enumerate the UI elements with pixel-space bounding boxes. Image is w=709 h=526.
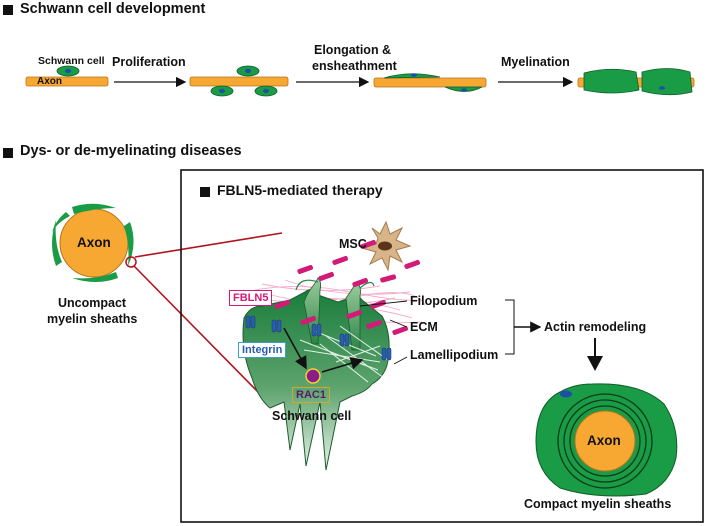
label-uncompact-1: Uncompact xyxy=(58,296,127,310)
label-myelination: Myelination xyxy=(501,55,570,69)
section-bullet xyxy=(3,148,13,158)
therapy-panel-frame xyxy=(180,169,704,523)
label-schwann-cell: Schwann cell xyxy=(38,55,105,67)
stage-myelinated xyxy=(577,68,695,96)
label-integrin: Integrin xyxy=(238,342,287,358)
arrow-down-remodeling xyxy=(587,338,603,371)
therapy-bullet xyxy=(200,187,210,197)
rac1-molecule xyxy=(305,368,321,384)
label-msc: MSC xyxy=(339,237,367,251)
leader-ecm xyxy=(389,319,408,328)
label-actin-remodeling: Actin remodeling xyxy=(544,320,647,334)
arrow-rac1-to-actin xyxy=(321,357,364,373)
label-axon-left: Axon xyxy=(77,235,111,250)
label-filopodium: Filopodium xyxy=(410,294,478,308)
label-rac1: RAC1 xyxy=(292,387,330,403)
stage-axon-initial xyxy=(25,65,109,87)
stage-ensheathment xyxy=(373,73,487,92)
zoom-connector-top xyxy=(134,232,283,258)
uncompact-axon-diagram xyxy=(52,203,137,282)
label-axon-compact: Axon xyxy=(587,433,621,448)
leader-lamellipodium xyxy=(393,356,408,365)
msc-cell xyxy=(360,220,412,272)
label-ensheathment: ensheathment xyxy=(312,59,397,73)
label-elongation: Elongation & xyxy=(314,43,392,57)
section-bullet xyxy=(3,5,13,15)
label-axon-small: Axon xyxy=(37,76,62,87)
leader-filopodium xyxy=(359,300,408,307)
integrin-receptors xyxy=(245,315,392,361)
label-ecm: ECM xyxy=(410,320,438,334)
label-proliferation: Proliferation xyxy=(112,55,186,69)
label-schwann-cell-therapy: Schwann cell xyxy=(272,409,352,423)
label-fbln5: FBLN5 xyxy=(229,290,273,306)
therapy-title: FBLN5-mediated therapy xyxy=(217,182,383,198)
label-uncompact-2: myelin sheaths xyxy=(47,312,138,326)
zoom-connector-bottom xyxy=(133,265,259,393)
label-lamellipodium: Lamellipodium xyxy=(410,348,499,362)
label-bracket xyxy=(505,299,515,355)
label-compact-caption: Compact myelin sheaths xyxy=(524,497,672,511)
section-title-diseases: Dys- or de-myelinating diseases xyxy=(20,143,242,159)
stage-proliferation xyxy=(189,65,289,97)
section-title-development: Schwann cell development xyxy=(20,1,206,17)
arrow-integrin-to-rac1 xyxy=(283,327,307,370)
compact-myelin-diagram xyxy=(535,383,678,497)
fbln5-molecules xyxy=(274,239,420,335)
